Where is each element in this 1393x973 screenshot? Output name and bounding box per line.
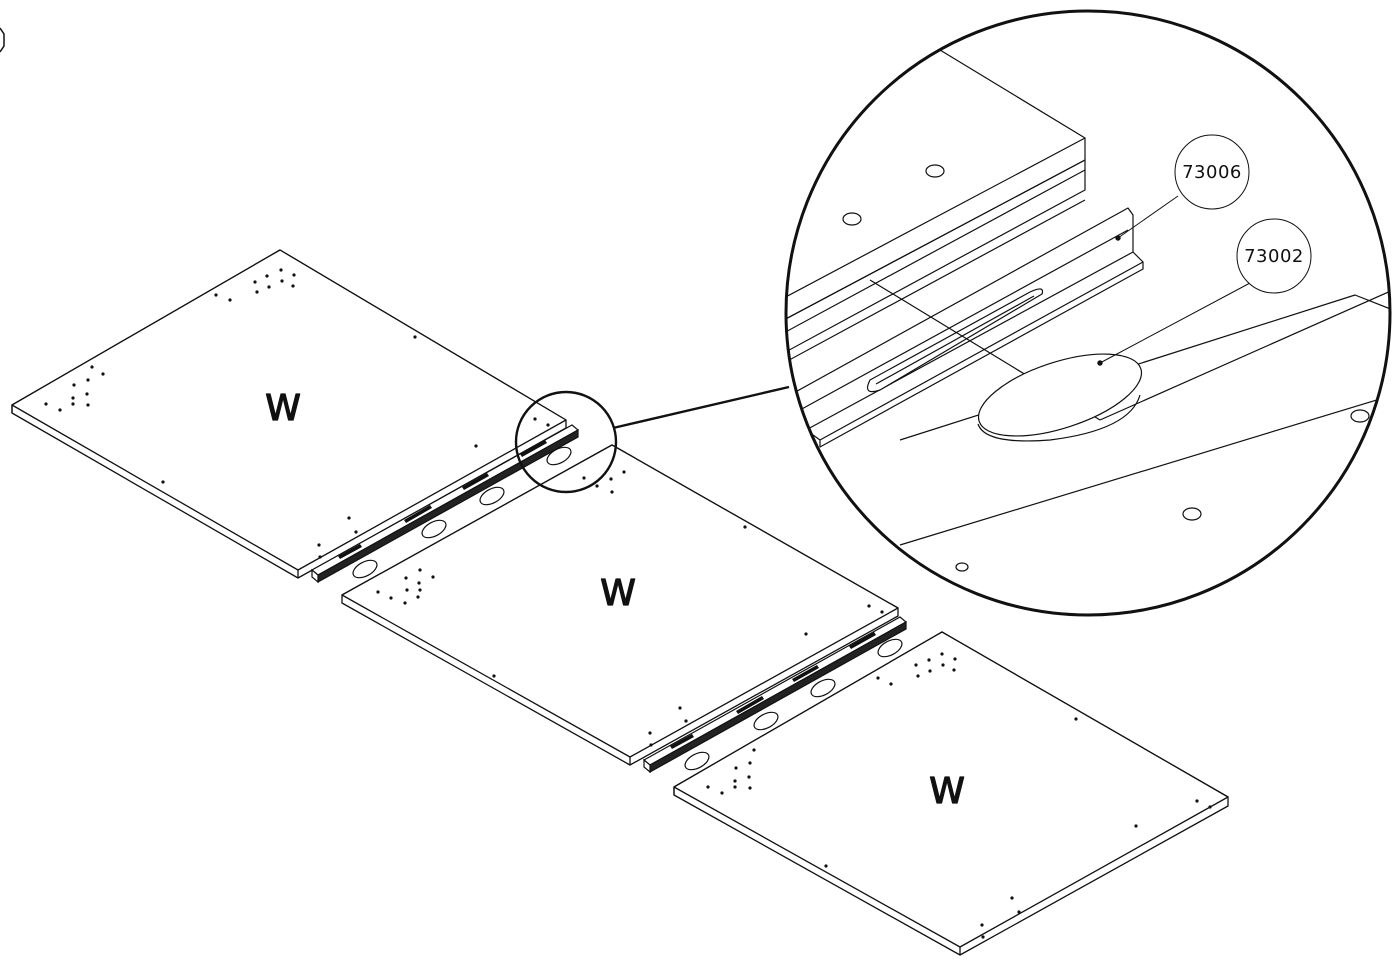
panel-2-holes (376, 470, 884, 747)
detail-disc-side (977, 394, 1141, 442)
callout-1-anchor (1115, 235, 1121, 241)
detail-view: 73006 73002 (784, 9, 1392, 617)
detail-rail-slot-inner (875, 295, 1035, 385)
panel-3-top (673, 631, 1229, 948)
detail-hole-2 (842, 212, 862, 226)
panel-1-label: W (265, 388, 301, 429)
detail-indicator (514, 385, 790, 494)
rail-1-end (311, 568, 319, 584)
callout-1-label: 73006 (1182, 162, 1242, 183)
detail-lower-panel-front (899, 394, 1390, 546)
detail-hole-3 (1182, 507, 1202, 521)
rail-1-discs (352, 446, 572, 579)
detail-hole-4 (955, 562, 969, 572)
callout-leaders (1097, 195, 1251, 366)
panel-1: W (11, 249, 567, 579)
detail-leader-line (612, 385, 790, 430)
connector-rail-2 (642, 616, 908, 774)
detail-rail-inner (799, 229, 1129, 411)
detail-hole-5 (1350, 409, 1370, 423)
detail-rail-bottom (819, 262, 1144, 448)
detail-lower-panel-line-b (1099, 289, 1390, 421)
panel-3: W (673, 631, 1229, 956)
panel-2-label: W (600, 573, 636, 614)
panel-1-holes (44, 268, 550, 559)
rail-2-slots (670, 632, 876, 749)
detail-disc-top (977, 353, 1143, 437)
rail-2-end (643, 758, 651, 774)
callout-2-label: 73002 (1244, 246, 1304, 267)
detail-panel-edge-d (786, 199, 1086, 366)
callout-1: 73006 (1174, 134, 1250, 210)
detail-view-border (784, 9, 1392, 617)
callout-2-leader (1099, 282, 1251, 364)
panel-3-label: W (929, 771, 965, 812)
rail-2-discs (684, 638, 903, 771)
panel-2: W (341, 444, 899, 766)
panel-1-top (11, 249, 567, 571)
detail-hole-1 (925, 164, 945, 178)
callout-1-leader (1117, 195, 1179, 239)
rail-1-slots (338, 440, 547, 559)
callout-1-bubble (1174, 134, 1250, 210)
detail-indicator-circle (514, 390, 618, 494)
detail-panel-edge-c (786, 169, 1086, 356)
page-edge-mark (0, 27, 5, 53)
connector-rail-1 (310, 424, 580, 584)
callout-2-bubble (1236, 218, 1312, 294)
callout-2: 73002 (1236, 218, 1312, 294)
panel-3-holes (706, 652, 1212, 939)
panel-2-top (341, 444, 899, 758)
detail-panel-edge-b (786, 159, 1086, 323)
callout-2-anchor (1097, 360, 1103, 366)
detail-panel-top-edge (939, 49, 1086, 139)
